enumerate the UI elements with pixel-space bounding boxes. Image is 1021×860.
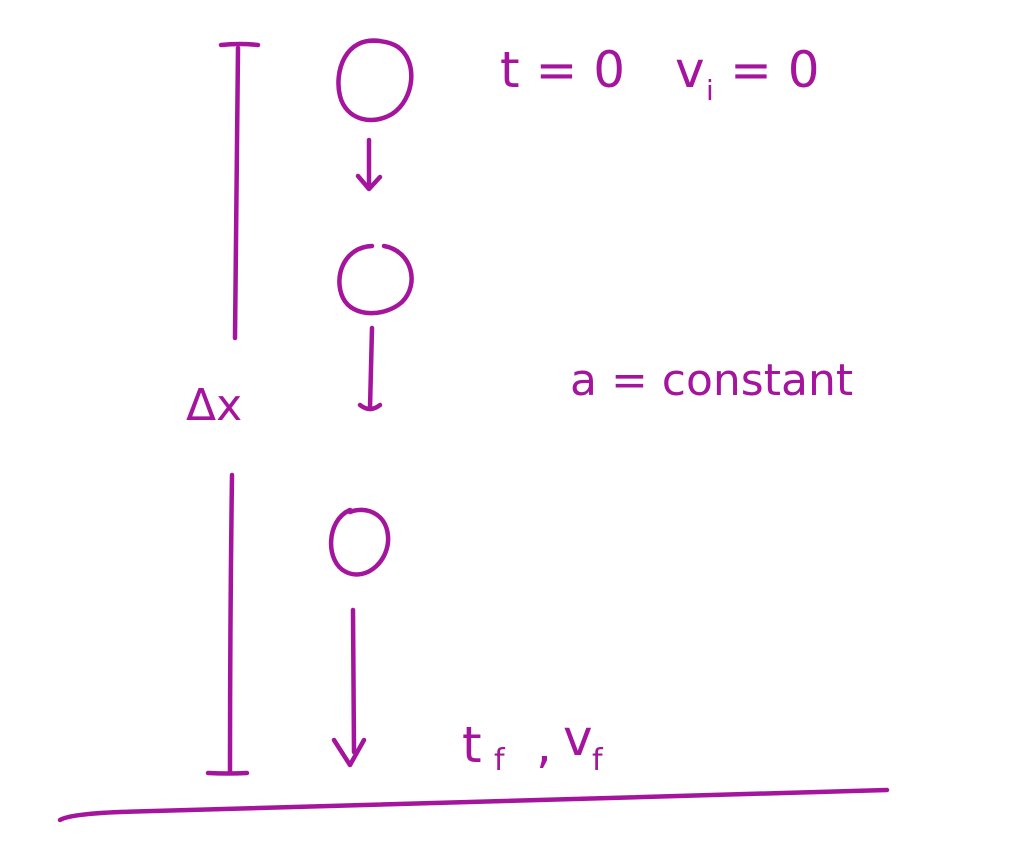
label-acceleration: a = constant (570, 355, 853, 406)
ball-initial (336, 38, 414, 123)
label-displacement: Δx (186, 380, 242, 431)
ball-final (328, 507, 391, 577)
bracket-top-cap (218, 41, 261, 48)
label-v-final-symbol: v (563, 709, 593, 767)
label-v-initial-symbol: v (675, 41, 705, 99)
label-separator: , (536, 716, 552, 774)
label-v-initial-value: = 0 (730, 41, 820, 99)
bracket-upper-line (232, 45, 241, 341)
bracket-bottom-cap (205, 770, 250, 776)
ball-middle (337, 243, 414, 316)
label-t-final-subscript: f (494, 743, 506, 778)
arrow-3-head (331, 737, 367, 768)
arrow-2-shaft (367, 325, 375, 411)
bracket-lower-line (227, 472, 235, 775)
label-v-initial-subscript: i (706, 74, 714, 107)
arrow-2-head (357, 402, 383, 412)
ground-line (57, 787, 890, 823)
label-v-final-subscript: f (592, 743, 604, 778)
arrow-3-shaft (350, 607, 357, 755)
arrow-1-head (355, 173, 383, 192)
label-t-final-symbol: t (462, 716, 482, 774)
label-t-initial: t = 0 (500, 41, 625, 99)
